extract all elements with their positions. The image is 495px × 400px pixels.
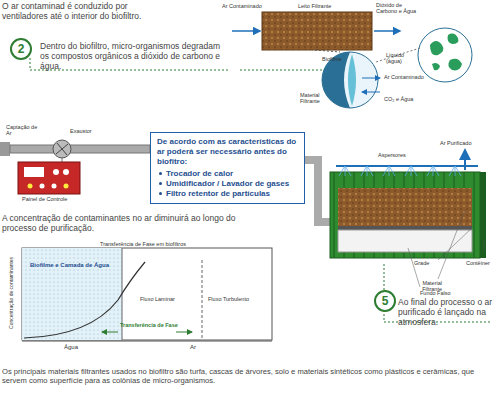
part-label: Transferência de Fase — [120, 322, 180, 328]
part-label: A concentração de contaminantes no ar di… — [2, 214, 272, 234]
bullet-item: Umidificador / Lavador de gases — [157, 179, 298, 189]
part-label: Ar Contaminado — [384, 74, 428, 80]
bullet-item: Trocador de calor — [157, 169, 298, 179]
part-label: Ar Contaminado — [222, 3, 262, 9]
part-label: CO₂ e Água — [384, 96, 424, 102]
part-label: Captação de Ar — [6, 124, 40, 137]
callout-number: 5 — [374, 290, 396, 312]
part-label: Leito Filtrante — [298, 3, 358, 9]
part-label: Fluxo Laminar — [140, 296, 200, 302]
part-label: Painel de Controle — [22, 196, 92, 202]
part-label: Aspersores — [378, 152, 418, 158]
part-label: Ao final do processo o ar purificado é l… — [398, 298, 493, 327]
callout-text: 5 — [382, 294, 389, 308]
box-heading: De acordo com as características do ar p… — [157, 137, 298, 167]
part-label: Contêiner — [466, 260, 494, 266]
part-label: Dentro do biofiltro, micro-organismos de… — [40, 42, 225, 71]
part-label: Ar — [190, 344, 210, 351]
part-label: Líquido (água) — [386, 52, 416, 65]
part-label: Exaustor — [70, 128, 110, 134]
part-label: Transferência de Fase em biofiltros — [100, 241, 220, 247]
part-label: Dióxido de Carbono e Água — [376, 2, 424, 15]
part-label: Fluxo Turbulento — [208, 296, 268, 302]
part-label: Fundo Falso — [420, 290, 460, 296]
part-label: Material Filtrante — [300, 92, 334, 105]
part-label: Biofilme — [322, 56, 352, 62]
part-label: Concentração de contaminantes — [9, 243, 15, 343]
note-box: De acordo com as características do ar p… — [150, 132, 305, 204]
part-label: Biofilme e Camada de Água — [30, 262, 120, 269]
part-label: O ar contaminad é conduzido por ventilad… — [2, 2, 152, 22]
callout-number: 2 — [10, 38, 32, 60]
part-label: Água — [64, 344, 94, 351]
callout-text: 2 — [18, 42, 25, 56]
part-label: Grade — [414, 260, 444, 266]
part-label: Os principais materiais filtrantes usado… — [2, 368, 493, 385]
bullet-item: Filtro retentor de partículas — [157, 189, 298, 199]
part-label: Ar Purificado — [440, 140, 492, 146]
